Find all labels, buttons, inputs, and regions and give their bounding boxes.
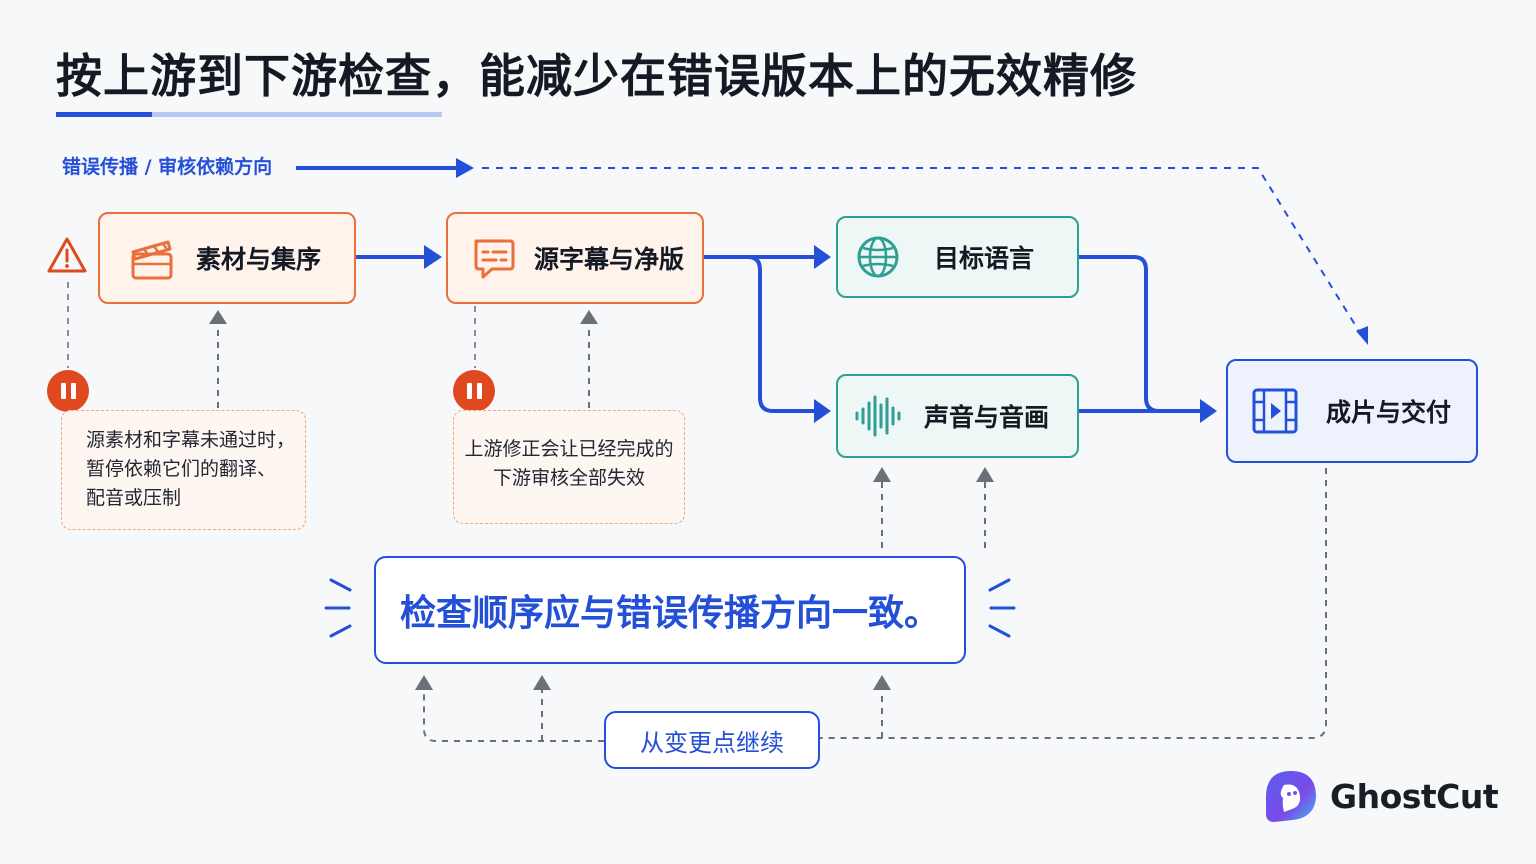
note-subtitles: 上游修正会让已经完成的 下游审核全部失效 — [453, 410, 685, 524]
node-materials-label: 素材与集序 — [196, 245, 322, 274]
note-line: 下游审核全部失效 — [492, 467, 645, 489]
brand-name: GhostCut — [1330, 776, 1499, 816]
globe-icon — [854, 234, 902, 280]
page-title: 按上游到下游检查，能减少在错误版本上的无效精修 — [56, 49, 1137, 103]
legend-arrowhead — [456, 158, 474, 178]
node-subtitles[interactable]: 源字幕与净版 — [446, 212, 704, 304]
node-audio-label: 声音与音画 — [924, 403, 1050, 432]
node-audio[interactable]: 声音与音画 — [836, 374, 1079, 458]
main-message: 检查顺序应与错误传播方向一致。 — [399, 593, 940, 634]
note-line: 配音或压制 — [86, 487, 182, 509]
arrow-subtitles-audio — [747, 255, 816, 413]
title-underline — [56, 112, 442, 117]
note-line: 暂停依赖它们的翻译、 — [86, 458, 277, 480]
ghostcut-logo-icon — [1266, 771, 1316, 822]
node-subtitles-label: 源字幕与净版 — [534, 245, 685, 274]
node-target-language-label: 目标语言 — [934, 244, 1035, 273]
pause-icon — [47, 370, 89, 412]
note-line: 源素材和字幕未通过时， — [86, 429, 296, 451]
resume-from-change-button[interactable]: 从变更点继续 — [604, 711, 820, 769]
subtitle-chat-icon — [468, 235, 518, 281]
sound-wave-icon — [852, 393, 904, 439]
brand-logo: GhostCut — [1262, 768, 1499, 824]
clapperboard-icon — [126, 234, 178, 282]
resume-from-change-label: 从变更点继续 — [640, 728, 784, 757]
pause-icon — [453, 370, 495, 412]
main-message-box: 检查顺序应与错误传播方向一致。 — [374, 556, 966, 664]
node-delivery-label: 成片与交付 — [1326, 398, 1452, 427]
propagation-dashed-line — [482, 167, 1363, 337]
note-materials: 源素材和字幕未通过时， 暂停依赖它们的翻译、 配音或压制 — [61, 410, 306, 530]
arrow-target-delivery — [1078, 255, 1160, 413]
note-line: 上游修正会让已经完成的 — [464, 438, 674, 460]
legend-label: 错误传播 / 审核依赖方向 — [62, 156, 273, 178]
warning-icon — [46, 236, 88, 274]
film-play-icon — [1250, 386, 1300, 436]
node-materials[interactable]: 素材与集序 — [98, 212, 356, 304]
node-target-language[interactable]: 目标语言 — [836, 216, 1079, 298]
node-delivery[interactable]: 成片与交付 — [1226, 359, 1478, 463]
